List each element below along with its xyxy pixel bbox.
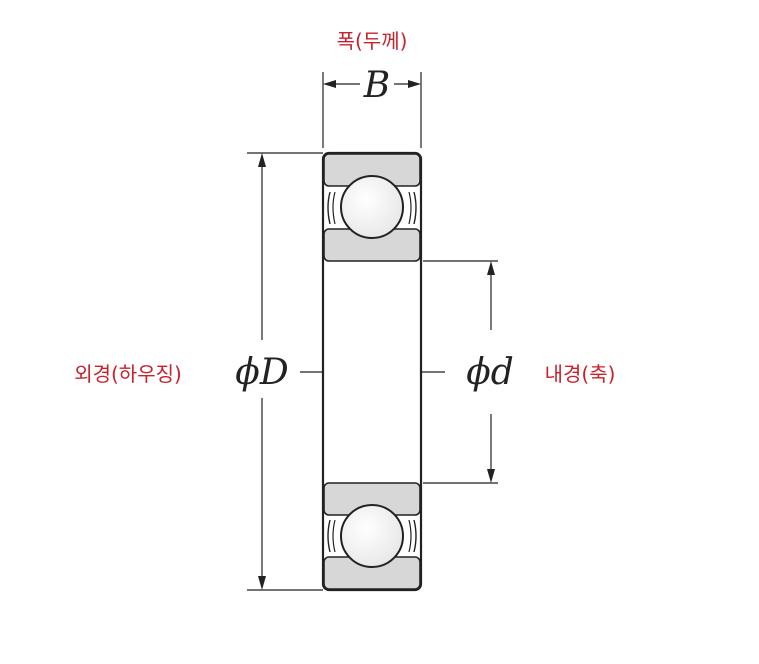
shield-right-top-inner — [408, 191, 412, 225]
ball-top — [340, 175, 404, 239]
inner-diameter-label: 내경(축) — [545, 362, 616, 386]
outer-diameter-symbol: ϕD — [235, 352, 289, 393]
width-symbol: B — [363, 65, 390, 106]
shield-left-top-inner — [332, 191, 336, 225]
bearing-bottom-section — [323, 482, 421, 590]
width-label: 폭(두께) — [337, 29, 408, 53]
outer-arrow-top — [258, 153, 266, 167]
outer-diameter-label: 외경(하우징) — [74, 362, 182, 386]
shield-right-top — [413, 191, 417, 225]
ball-bottom — [340, 504, 404, 568]
shield-right-bottom-inner — [408, 519, 412, 553]
shield-left-bottom — [327, 519, 331, 553]
shield-left-bottom-inner — [332, 519, 336, 553]
outer-arrow-bottom — [258, 576, 266, 590]
inner-diameter-symbol: ϕd — [466, 352, 514, 393]
shield-left-top — [327, 191, 331, 225]
bearing-body-outline — [321, 151, 423, 592]
inner-arrow-bottom — [487, 469, 495, 483]
shield-right-bottom — [413, 519, 417, 553]
inner-arrow-top — [487, 261, 495, 275]
bearing-top-section — [323, 153, 421, 262]
width-arrow-right — [408, 80, 421, 88]
width-arrow-left — [323, 80, 336, 88]
